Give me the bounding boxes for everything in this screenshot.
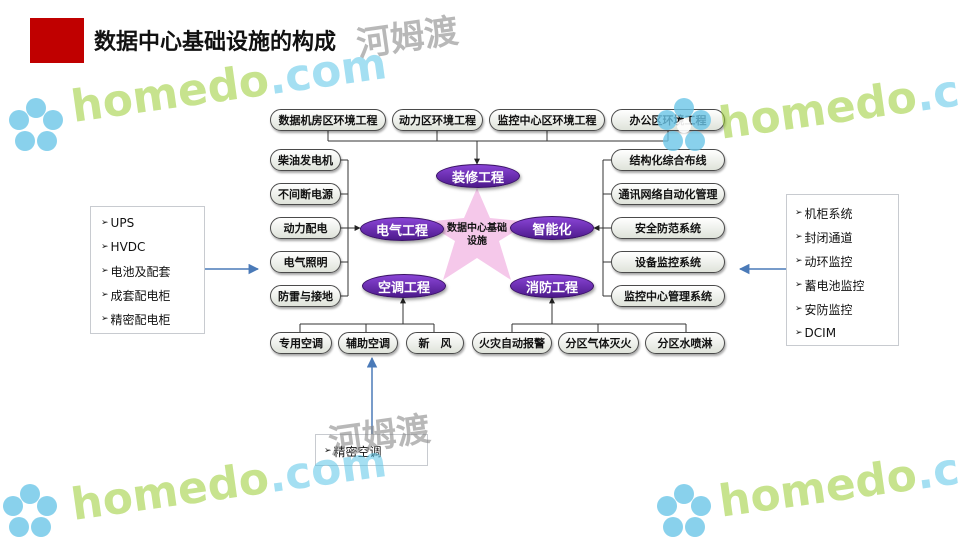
list-item: ➢电池及配套 (101, 264, 171, 279)
center-star (424, 188, 530, 280)
right-item-security: 安全防范系统 (611, 217, 725, 239)
right-item-monitor-center-mgmt: 监控中心管理系统 (611, 285, 725, 307)
right-item-network-mgmt: 通讯网络自动化管理 (611, 183, 725, 205)
arrow-bullet-icon: ➢ (795, 232, 803, 242)
left-item-ups: 不间断电源 (270, 183, 341, 205)
left-item-power-distribution: 动力配电 (270, 217, 341, 239)
list-item: ➢机柜系统 (795, 206, 853, 221)
top-item-monitor-center: 监控中心区环境工程 (489, 109, 605, 131)
top-item-power-area: 动力区环境工程 (392, 109, 483, 131)
title-block (30, 18, 84, 63)
list-item: ➢安防监控 (795, 302, 853, 317)
bottom-item-auxiliary-ac: 辅助空调 (338, 332, 398, 354)
arrow-bullet-icon: ➢ (101, 290, 109, 300)
arrow-bullet-icon: ➢ (101, 266, 109, 276)
left-item-lightning-grounding: 防雷与接地 (270, 285, 341, 307)
arrow-bullet-icon: ➢ (101, 218, 109, 228)
bottom-item-fresh-air: 新 风 (406, 332, 464, 354)
page-title: 数据中心基础设施的构成 (94, 30, 337, 55)
flower-logo-icon (657, 98, 711, 151)
list-item: ➢成套配电柜 (101, 288, 171, 303)
left-equipment-box: ➢UPS ➢HVDC ➢电池及配套 ➢成套配电柜 ➢精密配电柜 (90, 206, 205, 334)
right-item-cabling: 结构化综合布线 (611, 149, 725, 171)
oval-intelligent: 智能化 (510, 216, 594, 240)
arrow-bullet-icon: ➢ (795, 208, 803, 218)
flower-logo-icon (9, 98, 63, 151)
oval-electrical: 电气工程 (360, 217, 444, 241)
bottom-item-water-sprinkler: 分区水喷淋 (645, 332, 725, 354)
flower-logo-icon (657, 484, 711, 537)
list-item: ➢动环监控 (795, 254, 853, 269)
top-item-datacenter-room: 数据机房区环境工程 (270, 109, 386, 131)
oval-hvac: 空调工程 (362, 274, 446, 298)
list-item: ➢精密配电柜 (101, 312, 171, 327)
arrow-bullet-icon: ➢ (101, 314, 109, 324)
bottom-item-fire-alarm: 火灾自动报警 (472, 332, 552, 354)
arrow-bullet-icon: ➢ (795, 328, 803, 338)
left-item-lighting: 电气照明 (270, 251, 341, 273)
center-label: 数据中心基础设施 (447, 223, 507, 247)
list-item: ➢UPS (101, 216, 135, 230)
arrow-bullet-icon: ➢ (795, 280, 803, 290)
list-item: ➢DCIM (795, 326, 837, 340)
arrow-bullet-icon: ➢ (795, 256, 803, 266)
flower-logo-icon (3, 484, 57, 537)
list-item: ➢封闭通道 (795, 230, 853, 245)
oval-fire: 消防工程 (510, 274, 594, 298)
list-item: ➢蓄电池监控 (795, 278, 865, 293)
oval-decoration: 装修工程 (436, 164, 520, 188)
list-item: ➢HVDC (101, 240, 146, 254)
left-item-diesel-generator: 柴油发电机 (270, 149, 341, 171)
arrow-bullet-icon: ➢ (101, 242, 109, 252)
bottom-item-gas-extinguish: 分区气体灭火 (558, 332, 639, 354)
arrow-bullet-icon: ➢ (795, 304, 803, 314)
right-item-equipment-monitor: 设备监控系统 (611, 251, 725, 273)
bottom-item-dedicated-ac: 专用空调 (270, 332, 332, 354)
list-item: ➢精密空调 (324, 444, 382, 459)
arrow-bullet-icon: ➢ (324, 446, 332, 456)
bottom-equipment-box: ➢精密空调 (315, 434, 428, 466)
right-equipment-box: ➢机柜系统 ➢封闭通道 ➢动环监控 ➢蓄电池监控 ➢安防监控 ➢DCIM (786, 194, 899, 346)
